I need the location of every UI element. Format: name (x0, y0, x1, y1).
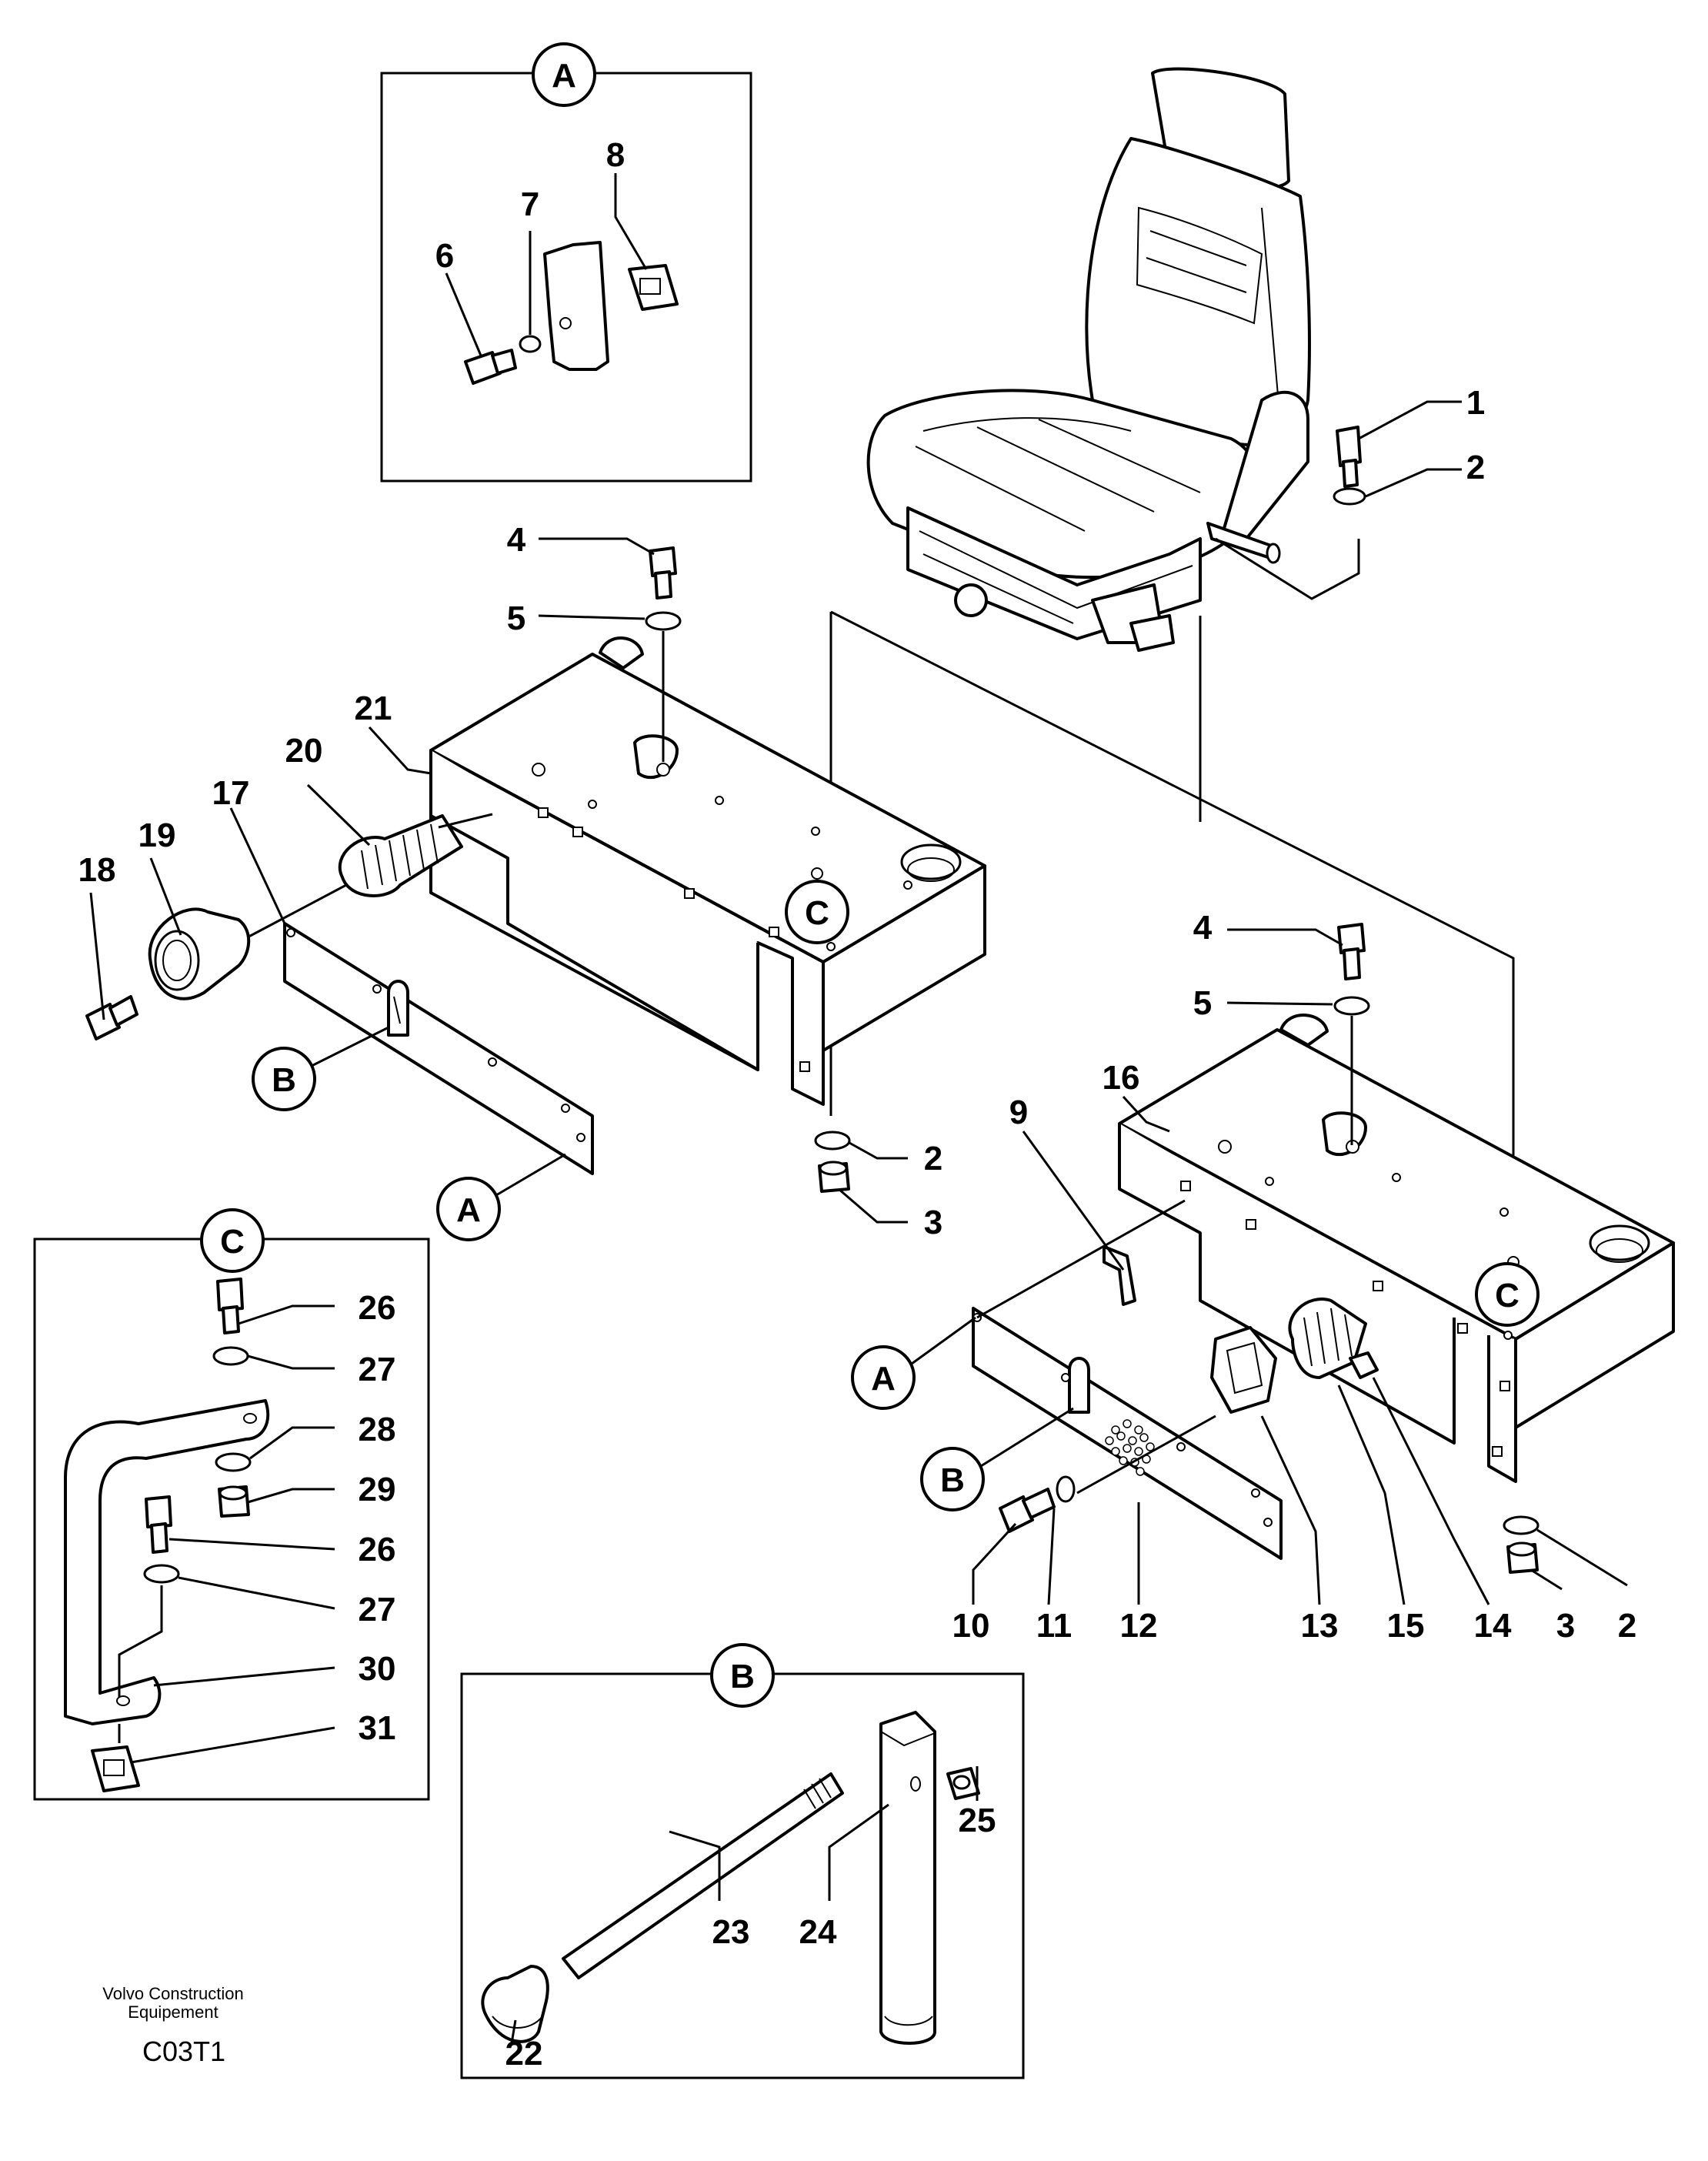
callout-13: 13 (1301, 1607, 1339, 1645)
ref-bubble-c-right: C (1495, 1277, 1520, 1314)
callout-24: 24 (799, 1913, 837, 1951)
ref-bubble-a-right: A (871, 1360, 896, 1398)
left-side-panel-17: 18 19 17 20 B A (78, 732, 594, 1241)
detail-a-label: A (552, 57, 576, 95)
ref-bubble-a-left: A (456, 1191, 481, 1229)
callout-31: 31 (359, 1709, 396, 1747)
callout-6: 6 (435, 237, 454, 275)
callout-28: 28 (359, 1411, 396, 1448)
callout-26-bottom: 26 (359, 1531, 396, 1568)
callout-3-left: 3 (924, 1204, 942, 1241)
callout-2-left: 2 (924, 1140, 942, 1177)
callout-17: 17 (212, 774, 250, 812)
seat-assembly: 1 2 (829, 67, 1515, 1191)
callout-22: 22 (505, 2035, 543, 2072)
callout-20: 20 (285, 732, 323, 770)
company-name-line2: Equipement (128, 2002, 218, 2022)
callout-8: 8 (606, 136, 625, 174)
callout-23: 23 (712, 1913, 750, 1951)
callout-3-right: 3 (1556, 1607, 1575, 1645)
footer-credits: Volvo Construction Equipement C03T1 (102, 1984, 243, 2067)
callout-10: 10 (952, 1607, 990, 1645)
ref-bubble-c-left: C (805, 894, 829, 932)
detail-c-label: C (220, 1223, 245, 1261)
ref-bubble-b-left: B (272, 1061, 296, 1099)
callout-2-seat: 2 (1466, 449, 1485, 486)
callout-29: 29 (359, 1471, 396, 1508)
callout-1: 1 (1466, 384, 1485, 422)
right-side-panel-12: 9 10 11 12 13 15 14 A B (851, 1094, 1512, 1645)
callout-4-right: 4 (1193, 909, 1213, 947)
detail-b-label: B (730, 1658, 755, 1695)
callout-14: 14 (1474, 1607, 1512, 1645)
callout-27-top: 27 (359, 1351, 396, 1388)
callout-9: 9 (1009, 1094, 1028, 1131)
right-console-16: 4 5 16 C 2 3 (1103, 909, 1675, 1645)
ref-bubble-b-right: B (940, 1461, 965, 1499)
left-console-21: 4 5 21 C 2 3 (355, 521, 986, 1241)
callout-21: 21 (355, 690, 392, 727)
detail-b-panel: B 25 23 24 22 (460, 1643, 1025, 2079)
callout-11: 11 (1036, 1607, 1073, 1645)
company-name-line1: Volvo Construction (102, 1984, 243, 2003)
callout-26-top: 26 (359, 1289, 396, 1327)
callout-18: 18 (78, 851, 116, 889)
detail-c-panel: C 26 27 28 29 26 27 (33, 1208, 430, 1801)
callout-7: 7 (521, 185, 539, 223)
callout-16: 16 (1103, 1059, 1140, 1097)
callout-5-left: 5 (507, 600, 525, 637)
detail-a-panel: A 6 7 8 (380, 42, 752, 483)
callout-19: 19 (138, 817, 176, 854)
drawing-code: C03T1 (142, 2036, 225, 2067)
callout-25: 25 (959, 1802, 996, 1839)
callout-4-left: 4 (507, 521, 526, 559)
callout-30: 30 (359, 1650, 396, 1688)
callout-27-bottom: 27 (359, 1591, 396, 1628)
callout-15: 15 (1387, 1607, 1425, 1645)
callout-12: 12 (1120, 1607, 1158, 1645)
callout-2-right: 2 (1618, 1607, 1636, 1645)
callout-5-right: 5 (1193, 984, 1212, 1022)
